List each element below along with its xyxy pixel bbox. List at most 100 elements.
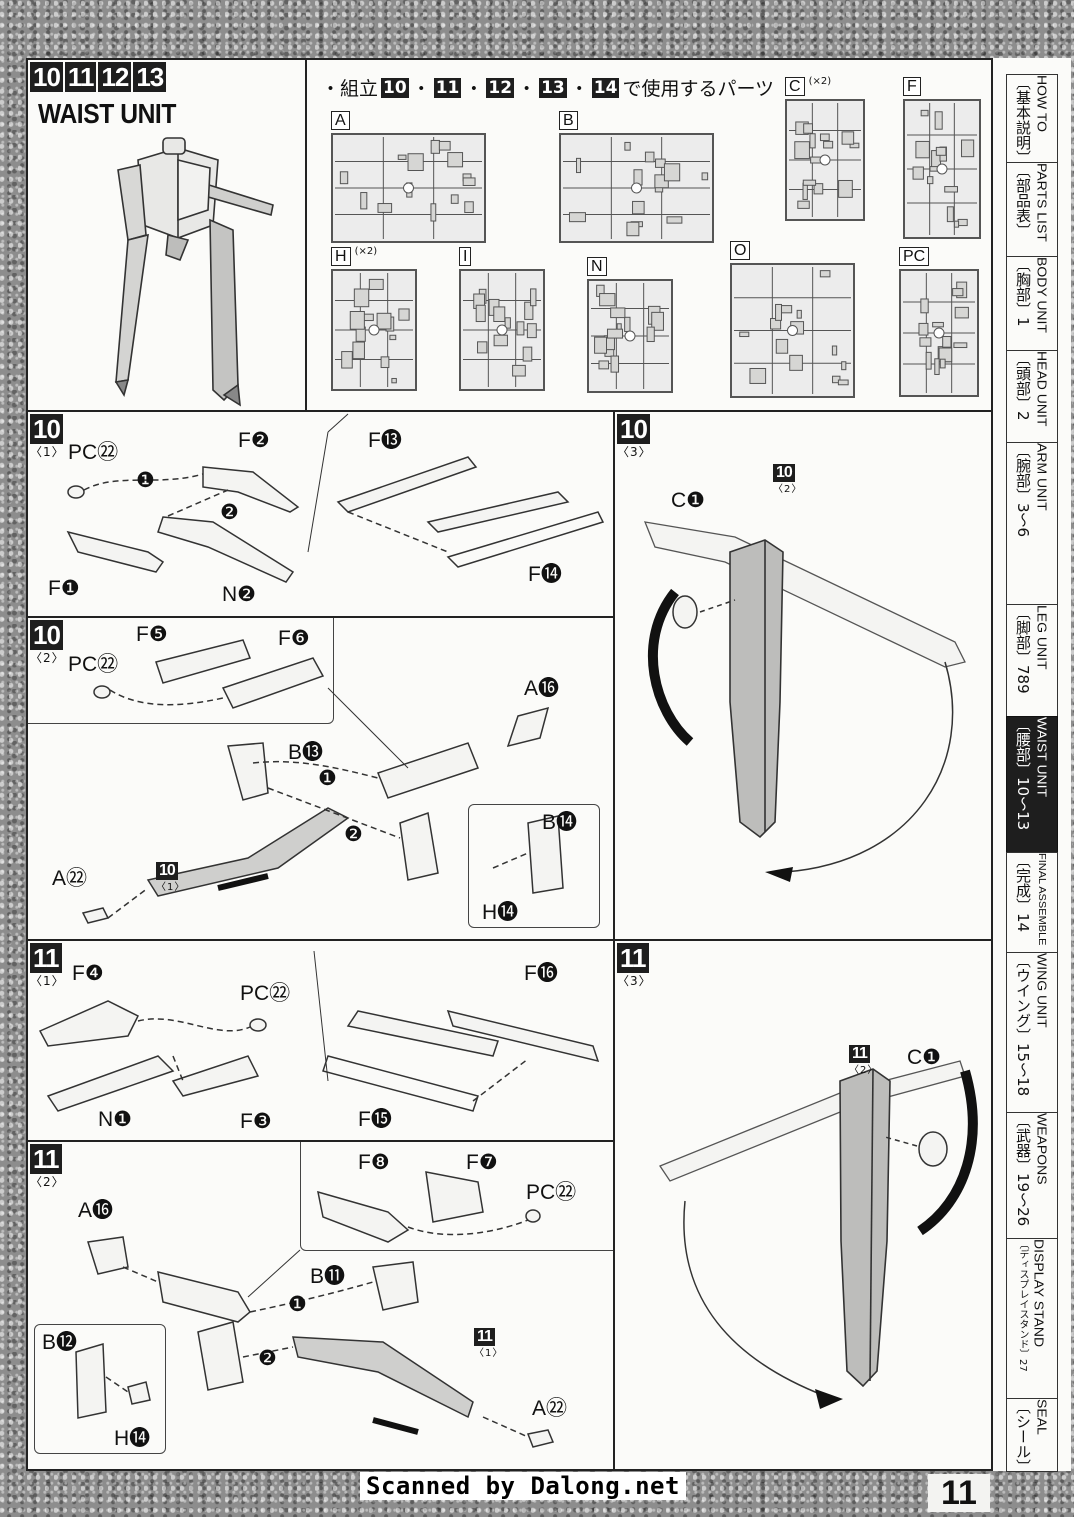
step-10-2-number: 10 〈2〉 [30, 620, 65, 665]
parts-header-step-13: 13 [539, 77, 567, 98]
tab-jp-label: 〔基本説明〕 [1014, 75, 1032, 164]
part-label: F❺ [136, 623, 168, 646]
part-label: F❷ [238, 429, 270, 452]
step-10-1-number: 10 〈1〉 [30, 414, 65, 459]
tab-en-label: WAIST UNIT [1034, 717, 1050, 798]
parts-header-sep-4: ・ [569, 78, 589, 100]
part-label: PC㉒ [240, 982, 291, 1005]
runner-o: O [730, 240, 855, 398]
title-step-numbers: 10 11 12 13 [30, 62, 167, 92]
step-10-2-num: 10 [30, 620, 63, 650]
tab-en-label: WING UNIT [1034, 953, 1050, 1028]
runner-h: H(×2) [331, 246, 417, 391]
step-10-3-ref-num: 10 [773, 464, 795, 482]
title-panel: 10 11 12 13 WAIST UNIT [26, 58, 307, 412]
step-11-2-num: 11 [30, 1144, 62, 1174]
tab-jp-label: 〔ディスプレイスタンド〕27 [1017, 1239, 1028, 1372]
step-11-2-number: 11 〈2〉 [30, 1144, 65, 1189]
runner-drawing [789, 103, 861, 217]
step-11-3-ref-num: 11 [849, 1045, 870, 1063]
tab-how-to[interactable]: 〔基本説明〕HOW TO [1006, 74, 1058, 164]
step-10-3-reference: 10 〈2〉 [773, 464, 802, 497]
parts-header-step-11: 11 [433, 77, 462, 98]
tab-jp-label: 〔腕部〕3〜6 [1014, 443, 1032, 538]
order-badge: ❶ [136, 469, 155, 492]
parts-header-sep-3: ・ [517, 78, 537, 100]
step-10-2-panel: 10 〈2〉 F❺ F❻ PC㉒ A⓰ B⓭ A㉒ B⓮ H⓮ ❶ ❷ 10 〈… [26, 616, 615, 941]
step-11-1-num: 11 [30, 943, 62, 973]
part-label: F⓯ [358, 1108, 392, 1131]
parts-list-header: ・組立 10 ・ 11 ・ 12 ・ 13 ・ 14 で使用するパーツ [321, 74, 774, 101]
parts-list-panel: ・組立 10 ・ 11 ・ 12 ・ 13 ・ 14 で使用するパーツ A B … [305, 58, 993, 412]
runner-n-label: N [587, 257, 607, 276]
runner-o-label: O [730, 241, 751, 260]
part-label: PC㉒ [68, 653, 119, 676]
runner-a-label: A [331, 111, 350, 130]
step-11-1-panel: 11 〈1〉 F❹ PC㉒ F⓰ N❶ F❸ F⓯ [26, 939, 615, 1142]
part-label: A⓰ [78, 1199, 114, 1222]
tab-jp-label: 〔武器〕19〜26 [1014, 1113, 1032, 1227]
step-10-1-num: 10 [30, 414, 63, 444]
runner-drawing [463, 273, 541, 387]
tab-jp-label: 〔ウイング〕15〜18 [1014, 953, 1032, 1097]
tab-seal[interactable]: 〔シール〕SEAL [1006, 1398, 1058, 1472]
step-10-2-diagram [81, 639, 564, 924]
runner-c: C(×2) [785, 76, 865, 221]
order-badge: ❷ [344, 823, 363, 846]
runner-pc: PC [899, 246, 979, 397]
parts-header-step-14: 14 [591, 77, 620, 98]
tab-en-label: HOW TO [1034, 75, 1050, 133]
step-11-3-panel: 11 〈3〉 C❶ 11 〈2〉 [613, 939, 993, 1471]
tab-jp-label: 〔部品表〕 [1014, 163, 1032, 238]
part-label: H⓮ [114, 1427, 151, 1450]
runner-drawing [734, 267, 851, 394]
runner-drawing [335, 273, 413, 387]
step-11-3-num: 11 [617, 943, 649, 973]
part-label: C❶ [907, 1046, 941, 1069]
step-10-2-ref-num: 10 [156, 862, 178, 880]
step-10-2-reference: 10 〈1〉 [156, 862, 185, 895]
tab-en-label: LEG UNIT [1034, 605, 1050, 670]
part-label: B⓮ [542, 811, 578, 834]
tab-en-label: ARM UNIT [1034, 443, 1050, 511]
part-label: PC㉒ [68, 441, 119, 464]
part-label: B⓬ [42, 1331, 78, 1354]
part-label: F❻ [278, 627, 310, 650]
tab-jp-label: 〔胸部〕1 [1014, 257, 1032, 327]
tab-en-label: BODY UNIT [1034, 257, 1050, 333]
step-10-3-sub: 〈3〉 [617, 445, 652, 459]
step-10-3-num: 10 [617, 414, 650, 444]
step-11-3-diagram [659, 1060, 978, 1409]
runner-i: I [459, 246, 545, 391]
step-11-2-panel: 11 〈2〉 F❽ F❼ PC㉒ A⓰ B⓫ B⓬ H⓮ A㉒ ❶ ❷ 11 〈… [26, 1140, 615, 1471]
tab-en-label: SEAL [1034, 1399, 1050, 1435]
parts-header-step-12: 12 [486, 77, 515, 98]
runner-f: F [903, 76, 981, 239]
step-11-2-ref-sub: 〈1〉 [474, 1348, 504, 1359]
title-step-13: 13 [133, 62, 167, 92]
part-label: C❶ [671, 489, 705, 512]
order-badge: ❷ [220, 501, 239, 524]
part-label: F❽ [358, 1151, 390, 1174]
parts-header-suffix: で使用するパーツ [622, 78, 775, 100]
step-11-3-sub: 〈3〉 [617, 974, 652, 988]
step-10-1-sub: 〈1〉 [30, 445, 65, 459]
part-label: N❷ [222, 583, 256, 606]
parts-header-sep-1: ・ [411, 78, 431, 100]
step-10-2-sub: 〈2〉 [30, 651, 65, 665]
title-step-11: 11 [64, 62, 97, 92]
tab-parts-list[interactable]: 〔部品表〕PARTS LIST [1006, 162, 1058, 258]
part-label: PC㉒ [526, 1181, 577, 1204]
step-10-3-panel: 10 〈3〉 C❶ 10 〈2〉 [613, 410, 993, 941]
step-11-3-number: 11 〈3〉 [617, 943, 652, 988]
tab-en-label: WEAPONS [1034, 1113, 1050, 1185]
